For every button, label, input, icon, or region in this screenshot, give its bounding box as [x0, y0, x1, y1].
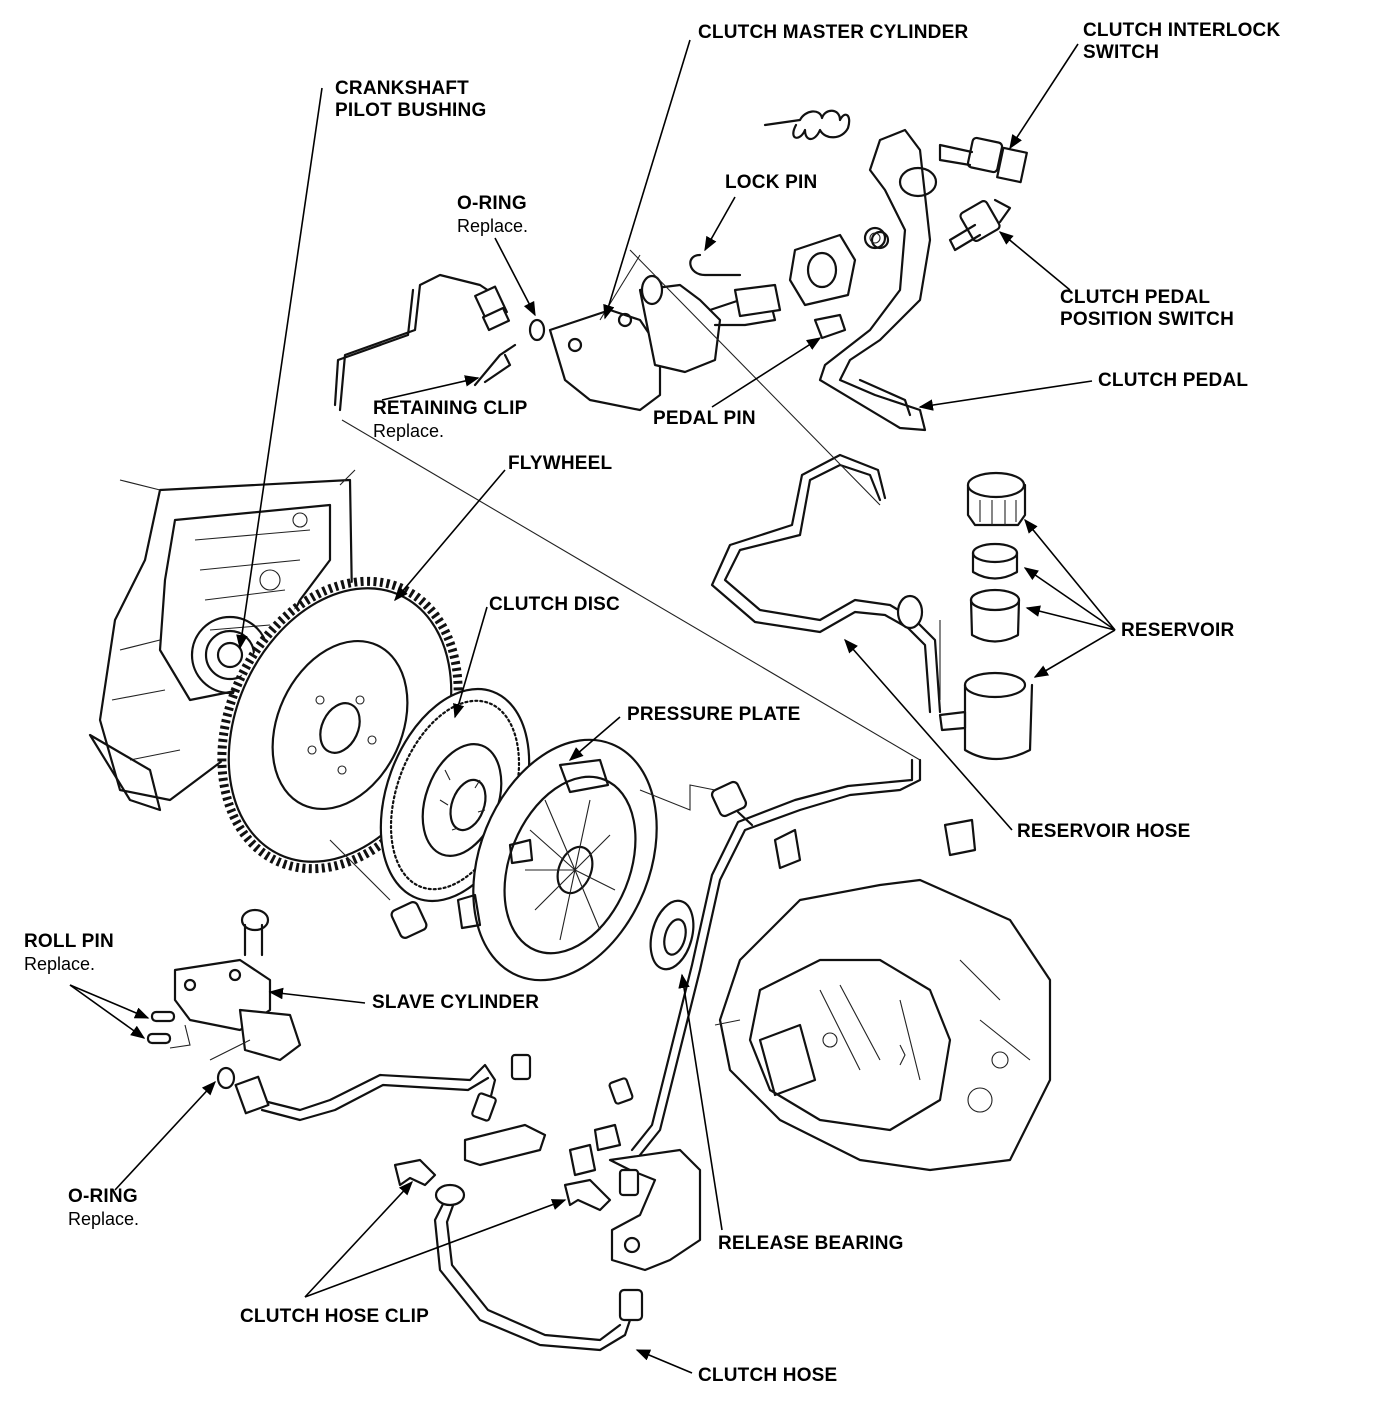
label-clutch-master-cylinder: CLUTCH MASTER CYLINDER	[698, 22, 968, 44]
label-o-ring-top: O-RING Replace.	[457, 193, 528, 237]
label-text: O-RING	[457, 193, 527, 214]
roll-pins	[146, 1010, 176, 1045]
label-text: RESERVOIR	[1121, 620, 1235, 641]
retaining-clip	[473, 343, 517, 387]
label-text: RESERVOIR HOSE	[1017, 821, 1191, 842]
label-text: SLAVE CYLINDER	[372, 992, 540, 1013]
label-reservoir-hose: RESERVOIR HOSE	[1017, 821, 1191, 843]
pedal-pin	[813, 313, 847, 340]
label-text: O-RING	[68, 1186, 138, 1207]
clutch-line	[630, 758, 977, 1157]
label-note: Replace.	[68, 1209, 140, 1229]
label-text: FLYWHEEL	[508, 453, 613, 474]
label-o-ring-bottom: O-RING Replace.	[68, 1186, 139, 1230]
label-text: CLUTCH PEDAL	[1098, 370, 1249, 391]
pressure-plate	[456, 738, 658, 982]
hose-bracket	[568, 1077, 702, 1272]
label-clutch-hose-clip: CLUTCH HOSE CLIP	[240, 1306, 429, 1328]
engine-block	[88, 469, 356, 812]
clutch-pedal	[818, 128, 938, 432]
pipe-clamp	[463, 1053, 547, 1167]
label-roll-pin: ROLL PIN Replace.	[24, 931, 114, 975]
slave-cylinder	[173, 908, 302, 1062]
release-bearing	[649, 899, 695, 971]
label-text: LOCK PIN	[725, 172, 818, 193]
label-pressure-plate: PRESSURE PLATE	[627, 704, 800, 726]
label-pedal-pin: PEDAL PIN	[653, 408, 756, 430]
spring	[763, 109, 851, 141]
label-text: SWITCH	[1083, 42, 1160, 63]
clutch-master-cylinder	[548, 274, 782, 412]
guide-lines	[169, 249, 941, 1061]
label-text: PRESSURE PLATE	[627, 704, 801, 725]
label-clutch-disc: CLUTCH DISC	[489, 594, 620, 616]
clutch-hose	[433, 1183, 644, 1352]
clutch-pedal-position-switch	[948, 198, 1012, 252]
label-clutch-hose: CLUTCH HOSE	[698, 1365, 837, 1387]
slave-cylinder-pipe	[216, 1063, 497, 1122]
label-release-bearing: RELEASE BEARING	[718, 1233, 904, 1255]
label-text: ROLL PIN	[24, 931, 114, 952]
label-slave-cylinder: SLAVE CYLINDER	[372, 992, 539, 1014]
label-note: Replace.	[373, 421, 445, 441]
label-text: RELEASE BEARING	[718, 1233, 904, 1254]
pedal-bracket-plate	[788, 226, 887, 307]
label-text: CLUTCH HOSE	[698, 1365, 838, 1386]
label-note: Replace.	[24, 954, 96, 974]
label-reservoir: RESERVOIR	[1121, 620, 1234, 642]
label-clutch-pedal-position-switch: CLUTCH PEDAL POSITION SWITCH	[1060, 287, 1234, 331]
label-text: CLUTCH INTERLOCK	[1083, 20, 1281, 41]
leader-lines	[69, 39, 1116, 1374]
label-text: PILOT BUSHING	[335, 100, 487, 121]
label-retaining-clip: RETAINING CLIP Replace.	[373, 398, 527, 442]
label-text: POSITION SWITCH	[1060, 309, 1234, 330]
label-text: CRANKSHAFT	[335, 78, 469, 99]
label-text: CLUTCH MASTER CYLINDER	[698, 22, 969, 43]
transmission-case	[714, 878, 1052, 1172]
reservoir	[938, 471, 1034, 760]
label-text: CLUTCH HOSE CLIP	[240, 1306, 429, 1327]
reservoir-hose	[710, 453, 942, 714]
hose-clip-right	[563, 1178, 612, 1212]
master-cylinder-pipe	[333, 273, 546, 412]
label-flywheel: FLYWHEEL	[508, 453, 612, 475]
label-clutch-pedal: CLUTCH PEDAL	[1098, 370, 1248, 392]
label-crankshaft-pilot-bushing: CRANKSHAFT PILOT BUSHING	[335, 78, 486, 122]
label-text: CLUTCH PEDAL	[1060, 287, 1211, 308]
label-clutch-interlock-switch: CLUTCH INTERLOCK SWITCH	[1083, 20, 1280, 64]
label-text: CLUTCH DISC	[489, 594, 620, 615]
clutch-interlock-switch	[938, 136, 1028, 184]
label-lock-pin: LOCK PIN	[725, 172, 817, 194]
label-note: Replace.	[457, 216, 529, 236]
label-text: RETAINING CLIP	[373, 398, 528, 419]
hose-clip-left	[393, 1158, 437, 1187]
label-text: PEDAL PIN	[653, 408, 756, 429]
lock-pin	[689, 253, 742, 277]
bolts	[390, 780, 754, 939]
